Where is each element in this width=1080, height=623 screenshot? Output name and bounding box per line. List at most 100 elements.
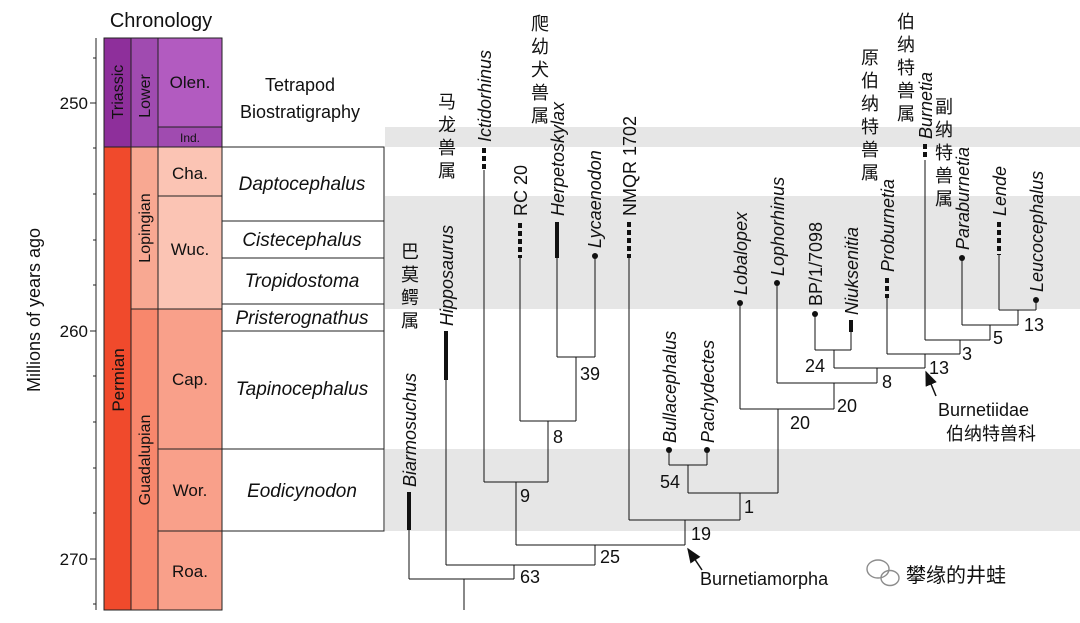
chronology-title: Chronology [110,10,212,32]
taxon-lophorhinus: Lophorhinus [768,177,788,276]
node-value-3: 3 [962,344,972,364]
node-value-5: 5 [993,328,1003,348]
cn-label-herpetoskylax: 爬 幼 犬 兽 属 [531,14,549,127]
epoch-label-lower: Lower [137,74,154,118]
cladogram-branches [408,160,1037,610]
biozone-daptocephalus: Daptocephalus [239,174,366,195]
svg-text:马: 马 [438,92,456,113]
svg-text:属: 属 [897,104,915,125]
chronology-column [103,37,223,611]
biozone-box-tapinocephalus [221,330,385,450]
biostrat-title-line2: Biostratigraphy [240,102,360,122]
stratigraphic-range-bars [407,222,853,530]
wechat-icon [866,559,900,587]
svg-text:龙: 龙 [438,115,456,136]
svg-text:特: 特 [935,143,953,164]
node-value-54: 54 [660,472,680,492]
cn-label-burnetia: 伯 纳 特 兽 属 [897,12,915,125]
svg-text:兽: 兽 [531,83,549,104]
node-value-20b: 20 [837,396,857,416]
node-value-13a: 13 [929,358,949,378]
stage-label-wor: Wor. [173,481,208,500]
cn-label-hipposaurus: 马 龙 兽 属 [438,92,456,182]
range-bar-niuksenitia [849,320,853,332]
tip-dots [592,253,1039,453]
node-value-24: 24 [805,356,825,376]
shade-band-induan [385,127,1080,147]
age-tick-260: 260 [60,322,88,341]
burnetiidae-arrow [925,370,937,397]
biozone-box-eodicynodon [221,448,385,532]
epoch-guadalupian [130,308,159,611]
taxon-biarmosuchus: Biarmosuchus [400,373,420,487]
node-value-19: 19 [691,524,711,544]
stage-label-ind: Ind. [180,131,200,145]
tip-dot-leucocephalus [1033,297,1039,303]
period-triassic [103,37,132,148]
stage-roadian [157,530,223,611]
node-value-8: 8 [553,427,563,447]
taxon-lycaenodon: Lycaenodon [585,150,605,248]
range-bar-biarmosuchus [407,492,411,530]
biostrat-title-line1: Tetrapod [265,75,335,95]
taxon-burnetia: Burnetia [916,72,936,139]
node-value-25: 25 [600,547,620,567]
taxon-leucocephalus: Leucocephalus [1027,171,1047,292]
stage-label-wuc: Wuc. [171,240,209,259]
biozone-box-tropidostoma [221,257,385,305]
epoch-label-guadalupian: Guadalupian [137,415,154,506]
taxon-proburnetia: Proburnetia [878,179,898,272]
taxon-bullacephalus: Bullacephalus [660,331,680,443]
biozone-tapinocephalus: Tapinocephalus [236,379,369,400]
stage-shading [385,127,1080,531]
age-tick-270: 270 [60,550,88,569]
svg-text:属: 属 [438,161,456,182]
svg-text:纳: 纳 [935,120,953,141]
taxon-pachydectes: Pachydectes [698,340,718,443]
clade-burnetiamorpha: Burnetiamorpha [700,569,829,589]
stage-wordian [157,448,223,532]
svg-text:兽: 兽 [438,138,456,159]
svg-text:爬: 爬 [531,14,549,35]
chinese-labels: 巴 莫 鳄 属 马 龙 兽 属 爬 幼 犬 兽 属 原 伯 纳 特 兽 属 伯 [401,12,953,332]
svg-text:纳: 纳 [897,35,915,56]
svg-text:巴: 巴 [401,242,419,263]
biozone-eodicynodon: Eodicynodon [247,481,357,502]
watermark-text: 攀缘的井蛙 [906,563,1006,587]
stage-capitanian [157,308,223,450]
svg-text:副: 副 [935,97,953,118]
stage-label-cap: Cap. [172,370,208,389]
node-value-13b: 13 [1024,315,1044,335]
tip-dot-lobalopex [737,300,743,306]
taxon-labels: Biarmosuchus Hipposaurus Ictidorhinus RC… [400,50,1047,487]
node-value-39: 39 [580,364,600,384]
node-value-8b: 8 [882,372,892,392]
taxon-rc20: RC 20 [511,165,531,216]
node-value-20a: 20 [790,413,810,433]
svg-text:特: 特 [897,58,915,79]
svg-text:兽: 兽 [861,140,879,161]
biozone-column [221,146,385,532]
svg-text:伯: 伯 [897,12,915,33]
range-bar-hipposaurus [444,331,448,380]
biozone-pristerognathus: Pristerognathus [235,308,369,329]
age-tick-250: 250 [60,94,88,113]
uncertain-range-bars [482,144,1001,298]
biozone-box-pristerognathus [221,303,385,332]
node-values: 63 25 19 9 8 39 1 54 20 20 8 24 13 3 5 1… [520,315,1044,587]
shade-band-wuchiapingian [385,196,1080,309]
svg-text:属: 属 [401,311,419,332]
svg-text:犬: 犬 [531,60,549,81]
taxon-herpetoskylax: Herpetoskylax [548,101,568,216]
taxon-ictidorhinus: Ictidorhinus [475,50,495,142]
node-value-63: 63 [520,567,540,587]
taxon-hipposaurus: Hipposaurus [437,225,457,326]
biozone-box-cistecephalus [221,220,385,259]
tip-dot-lophorhinus [774,280,780,286]
shade-band-wordian [385,449,1080,531]
taxon-lende: Lende [990,166,1010,216]
biozone-box-daptocephalus [221,146,385,222]
clade-burnetiidae: Burnetiidae [938,400,1029,420]
watermark: 攀缘的井蛙 [866,559,1006,587]
